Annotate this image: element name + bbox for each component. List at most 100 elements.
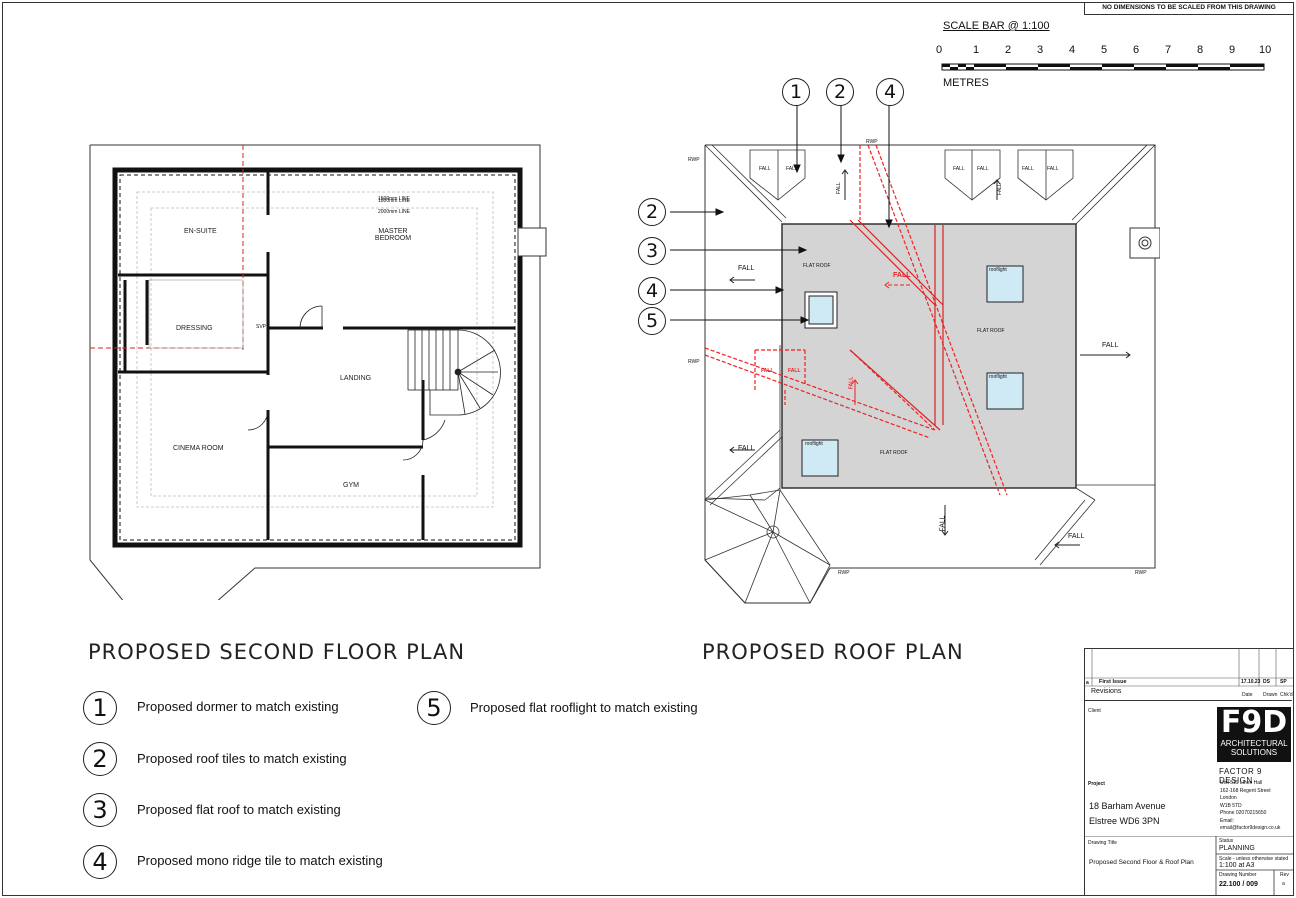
scale-tick: 9 [1229, 44, 1236, 56]
scale-label: Scale - unless otherwise stated [1219, 856, 1289, 862]
fall-label: FALL [939, 515, 947, 532]
legend-text-5: Proposed flat rooflight to match existin… [470, 700, 698, 715]
revisions-label: Revisions [1091, 688, 1122, 695]
project-line-1: 18 Barham Avenue [1089, 801, 1166, 811]
address-line: W1B 5TD [1220, 802, 1242, 809]
scale-tick: 3 [1037, 44, 1044, 56]
rev-date: 17.10.23 [1241, 679, 1261, 685]
fall-label-red: FALL [788, 368, 801, 374]
room-master-bedroom: MASTER BEDROOM [374, 228, 412, 242]
drawing-title: Proposed Second Floor & Roof Plan [1089, 859, 1194, 866]
drawing-number: 22.100 / 009 [1219, 881, 1258, 888]
floor-outline [89, 144, 541, 600]
second-floor-plan [89, 144, 547, 600]
status-label: Status [1219, 838, 1234, 844]
fall-label: FALL [1047, 166, 1059, 172]
roof-plan [704, 144, 1160, 604]
rwp-label: RWP [1135, 570, 1147, 576]
scale-tick: 8 [1197, 44, 1204, 56]
scale-tick: 0 [936, 44, 943, 56]
rev-label: Rev [1280, 872, 1289, 878]
address-line: email@factor9design.co.uk [1220, 825, 1281, 831]
address-line: Email: [1220, 817, 1234, 824]
address-line: Phone 02070215650 [1220, 810, 1267, 816]
fall-label: FALL [1068, 533, 1085, 540]
scale-bar-title: SCALE BAR @ 1:100 [943, 20, 1050, 32]
legend-text-4: Proposed mono ridge tile to match existi… [137, 853, 383, 868]
status-value: PLANNING [1219, 845, 1255, 852]
drawing-title-label: Drawing Title [1088, 840, 1117, 846]
address-line: 162-168 Regent Street [1220, 787, 1271, 794]
rev-check: SP [1280, 679, 1287, 685]
room-dressing: DRESSING [176, 325, 213, 332]
callout-3-flat-roof: 3 [638, 237, 666, 265]
legend-text-2: Proposed roof tiles to match existing [137, 751, 347, 766]
scale-tick: 5 [1101, 44, 1108, 56]
flat-roof-label: FLAT ROOF [880, 450, 908, 456]
fall-label: FALL [977, 166, 989, 172]
fall-label: FALL [738, 445, 755, 452]
floor-plan-title: PROPOSED SECOND FLOOR PLAN [88, 640, 466, 664]
svp-label: SVP [256, 324, 267, 330]
revision-grid [1084, 648, 1294, 687]
rev-letter: a [1086, 680, 1089, 686]
legend-num-4: 4 [83, 845, 117, 879]
logo-sub-1: ARCHITECTURAL [1220, 739, 1288, 748]
legend-num-5: 5 [417, 691, 451, 725]
legend-text-1: Proposed dormer to match existing [137, 699, 339, 714]
rev-drawn: DS [1263, 679, 1270, 685]
rwp-label: RWP [838, 570, 850, 576]
room-cinema: CINEMA ROOM [173, 445, 224, 452]
scale-unit: METRES [943, 77, 989, 89]
rooflight [986, 265, 1024, 303]
project-line-2: Elstree WD6 3PN [1089, 816, 1160, 826]
rooflight-label: rooflight [989, 267, 1007, 273]
rev-description: First Issue [1099, 679, 1127, 685]
turret [704, 489, 831, 604]
company-address: Unit 519 Linen Hall 162-168 Regent Stree… [1220, 780, 1280, 833]
legend-num-3: 3 [83, 793, 117, 827]
no-scale-note: NO DIMENSIONS TO BE SCALED FROM THIS DRA… [1084, 2, 1294, 15]
rwp-label: RWP [688, 157, 700, 163]
room-gym: GYM [343, 482, 359, 489]
rwp-label: RWP [688, 359, 700, 365]
callout-5-rooflight: 5 [638, 307, 666, 335]
scale-tick: 2 [1005, 44, 1012, 56]
fall-label: FALL [996, 183, 1003, 195]
address-line: London [1220, 795, 1237, 801]
scale-value: 1:100 at A3 [1219, 862, 1255, 869]
fall-label: FALL [1022, 166, 1034, 172]
title-block [1084, 648, 1293, 895]
address-line: Unit 519 Linen Hall [1220, 780, 1263, 786]
fall-label: FALL [1102, 342, 1119, 349]
project-label: Project [1088, 781, 1105, 787]
fall-label: FALL [953, 166, 965, 172]
dashed-head-height [136, 191, 494, 508]
rooflight-label: rooflight [989, 374, 1007, 380]
scale-bar-ticks: 0 1 2 3 4 5 6 7 8 9 10 [936, 44, 1276, 58]
scale-tick: 1 [973, 44, 980, 56]
rooflight-label: rooflight [805, 441, 823, 447]
line-note-1500: 1500mm LINE [378, 196, 410, 202]
logo-sub-2: SOLUTIONS [1230, 748, 1278, 757]
scale-bar [941, 63, 1265, 71]
fall-label: FALL [738, 265, 755, 272]
line-note-2000: 2000mm LINE [378, 209, 410, 215]
fall-label: FALL [786, 166, 798, 172]
roof-plan-title: PROPOSED ROOF PLAN [702, 640, 964, 664]
legend-num-2: 2 [83, 742, 117, 776]
callout-2-roof-tiles: 2 [826, 78, 854, 106]
callout-arrows [670, 103, 893, 324]
flat-roof-label: FLAT ROOF [977, 328, 1005, 334]
tb-divider [1084, 700, 1292, 701]
rev-value: a [1282, 881, 1285, 887]
callout-4-ridge: 4 [876, 78, 904, 106]
company-name: FACTOR 9 DESIGN [1219, 767, 1262, 785]
date-label: Date [1242, 692, 1253, 698]
company-logo: F9D ARCHITECTURAL SOLUTIONS [1217, 707, 1291, 762]
client-label: Client [1088, 708, 1101, 714]
rooflight [986, 372, 1024, 410]
fall-label: FALL [759, 166, 771, 172]
line-note-1800: 1800mm LINE [378, 198, 410, 204]
